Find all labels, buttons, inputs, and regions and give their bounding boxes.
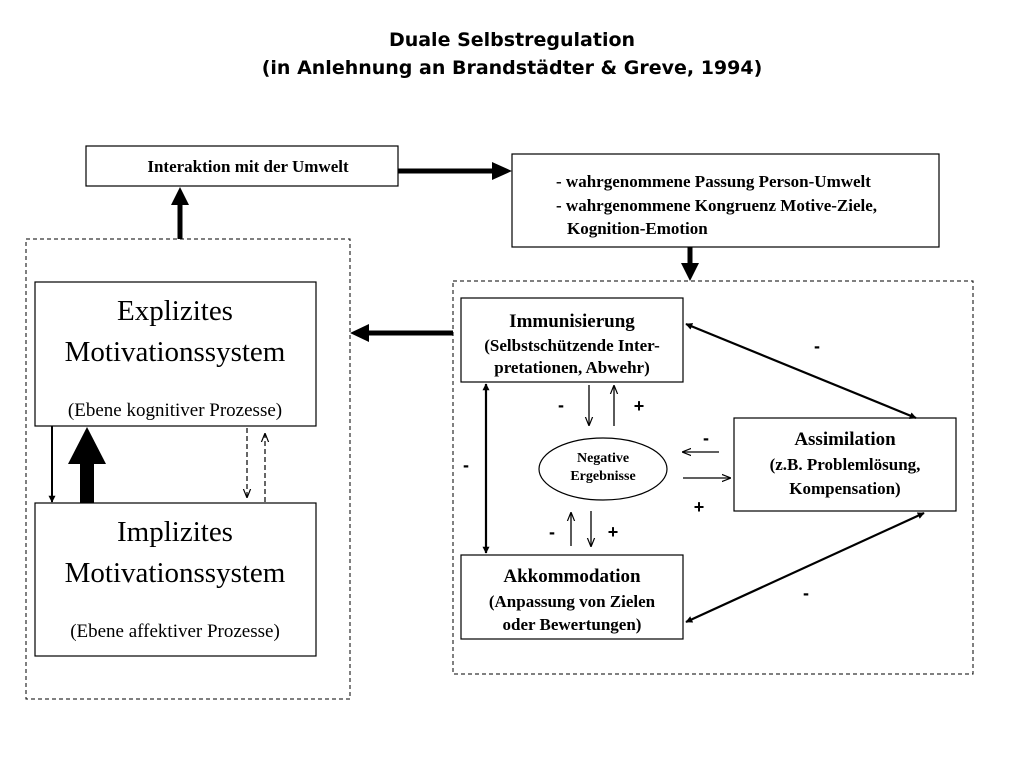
sign-akk-neg-minus: - bbox=[549, 522, 555, 542]
sign-ass-neg-minus: - bbox=[703, 428, 709, 448]
arrow-immunisierung-assimilation bbox=[685, 322, 917, 420]
wahrnehmung-line-2: - wahrgenommene Kongruenz Motive-Ziele, bbox=[556, 196, 877, 215]
assimilation-line-2: Kompensation) bbox=[789, 479, 900, 498]
arrow-akkommodation-assimilation bbox=[685, 511, 925, 624]
sign-akk-ass: - bbox=[803, 583, 809, 603]
immunisierung-box bbox=[460, 297, 684, 383]
assimilation-title: Assimilation bbox=[794, 429, 896, 450]
sign-akk-neg-plus: + bbox=[608, 522, 619, 542]
interaktion-box bbox=[85, 145, 399, 187]
arrow-interaktion-to-wahrnehmung bbox=[398, 162, 512, 180]
assimilation-line-1: (z.B. Problemlösung, bbox=[770, 455, 921, 474]
implizit-box bbox=[34, 502, 317, 657]
arrow-wahrnehmung-to-processes bbox=[681, 247, 699, 281]
wahrnehmung-box bbox=[511, 153, 940, 248]
explizit-sub: (Ebene kognitiver Prozesse) bbox=[68, 400, 282, 421]
negative-line-2: Ergebnisse bbox=[570, 469, 635, 484]
immunisierung-line-1: (Selbstschützende Inter- bbox=[484, 336, 660, 355]
title-line-2: (in Anlehnung an Brandstädter & Greve, 1… bbox=[262, 57, 763, 79]
title-line-1: Duale Selbstregulation bbox=[389, 29, 635, 51]
akkommodation-box bbox=[460, 554, 684, 640]
implizit-line-1: Implizites bbox=[117, 516, 233, 548]
interaktion-label: Interaktion mit der Umwelt bbox=[147, 157, 349, 176]
sign-imm-neg-minus: - bbox=[558, 395, 564, 415]
negative-ergebnisse-ellipse bbox=[538, 437, 668, 501]
wahrnehmung-line-1: - wahrgenommene Passung Person-Umwelt bbox=[556, 172, 871, 191]
explizit-line-1: Explizites bbox=[117, 295, 233, 327]
akkommodation-line-2: oder Bewertungen) bbox=[503, 615, 642, 634]
arrow-implizit-to-explizit-thick bbox=[68, 427, 106, 503]
implizit-sub: (Ebene affektiver Prozesse) bbox=[70, 621, 280, 642]
immunisierung-title: Immunisierung bbox=[509, 311, 635, 332]
implizit-line-2: Motivationssystem bbox=[65, 557, 286, 589]
assimilation-box bbox=[733, 417, 957, 512]
explizit-line-2: Motivationssystem bbox=[65, 336, 286, 368]
immunisierung-line-2: pretationen, Abwehr) bbox=[494, 358, 650, 377]
sign-imm-ass: - bbox=[814, 336, 820, 356]
arrow-explizit-to-interaktion bbox=[171, 187, 189, 239]
negative-line-1: Negative bbox=[577, 451, 629, 466]
explizit-box bbox=[34, 281, 317, 427]
sign-imm-neg-plus: + bbox=[634, 396, 645, 416]
regulation-processes-frame bbox=[452, 280, 974, 675]
motivation-systems-frame bbox=[25, 238, 351, 700]
arrow-processes-to-explizit bbox=[350, 324, 453, 342]
sign-ass-neg-plus: + bbox=[694, 497, 705, 517]
wahrnehmung-line-3: Kognition-Emotion bbox=[567, 219, 708, 238]
akkommodation-title: Akkommodation bbox=[503, 566, 641, 587]
sign-imm-akk: - bbox=[463, 455, 469, 475]
akkommodation-line-1: (Anpassung von Zielen bbox=[489, 592, 656, 611]
